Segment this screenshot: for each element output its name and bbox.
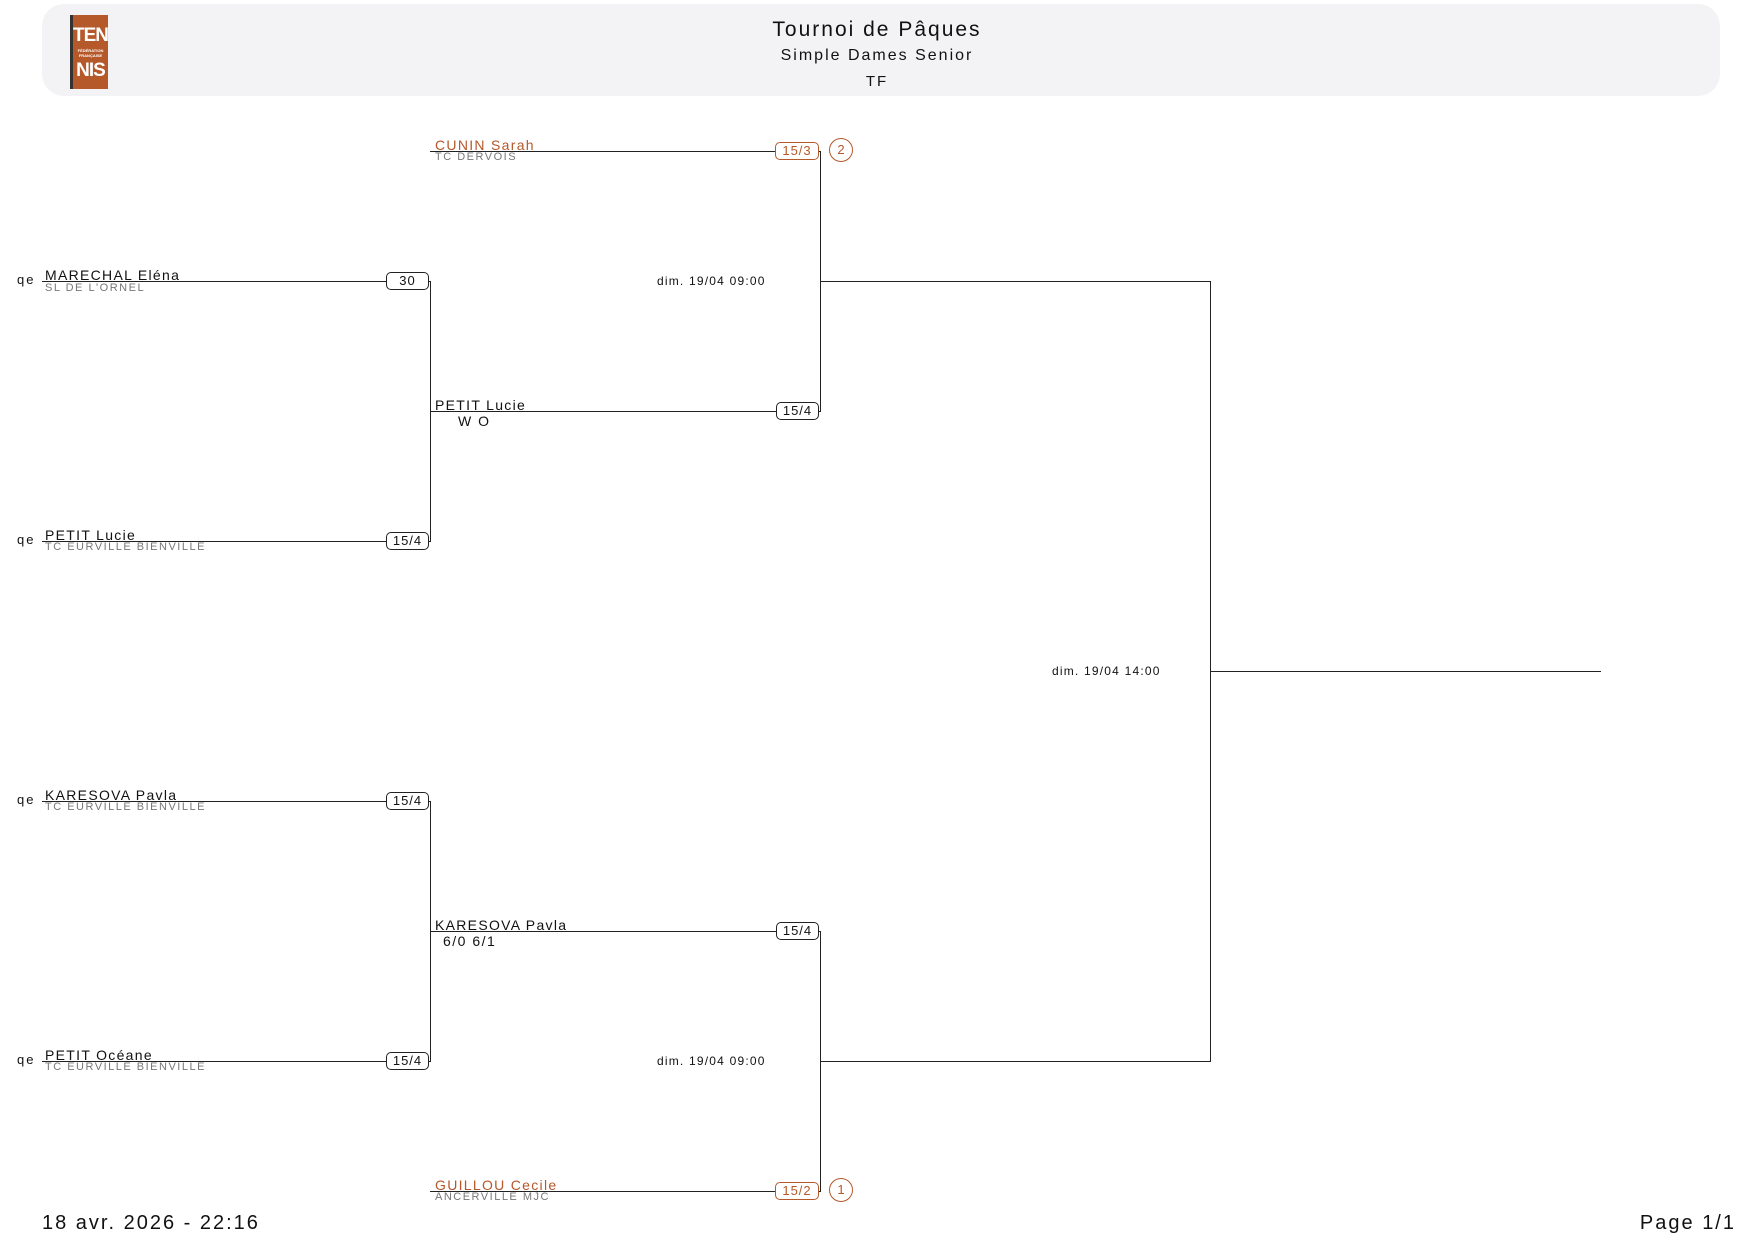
tournament-title: Tournoi de Pâques <box>772 18 982 41</box>
header-banner <box>42 4 1720 96</box>
event-category: TF <box>865 73 889 90</box>
player-name: PETIT Océane <box>45 1047 153 1063</box>
match-schedule: dim. 19/04 09:00 <box>657 274 766 288</box>
bracket-line <box>42 1061 430 1062</box>
ranking-badge: 15/2 <box>775 1182 819 1200</box>
page-number: Page 1/1 <box>1639 1212 1736 1234</box>
ranking-badge: 15/4 <box>386 792 429 810</box>
player-name: GUILLOU Cecile <box>435 1177 558 1193</box>
bracket-line <box>42 801 430 802</box>
player-club: ANCERVILLE MJC <box>435 1191 550 1203</box>
winner-name: PETIT Lucie <box>435 397 527 413</box>
player-name: MARECHAL Eléna <box>45 267 181 283</box>
qualifier-tag: qe <box>17 272 36 287</box>
event-subtitle: Simple Dames Senior <box>780 47 974 64</box>
seed-number-badge: 2 <box>829 138 853 162</box>
ranking-badge: 15/4 <box>386 532 429 550</box>
ranking-badge: 15/4 <box>776 402 819 420</box>
bracket-line <box>430 151 820 152</box>
bracket-line <box>430 411 820 412</box>
bracket-line <box>42 541 430 542</box>
fft-tennis-logo: TEN FÉDÉRATION FRANÇAISE NIS <box>70 15 109 89</box>
qualifier-tag: qe <box>17 1052 36 1067</box>
bracket-line <box>820 281 1210 282</box>
player-name: CUNIN Sarah <box>435 137 535 153</box>
bracket-line <box>820 1061 1210 1062</box>
bracket-line <box>430 931 820 932</box>
ranking-badge: 15/4 <box>386 1052 429 1070</box>
bracket-line <box>42 281 430 282</box>
ranking-badge: 30 <box>386 272 429 290</box>
qualifier-tag: qe <box>17 792 36 807</box>
ranking-badge: 15/4 <box>776 922 819 940</box>
print-timestamp: 18 avr. 2026 - 22:16 <box>42 1212 260 1234</box>
qualifier-tag: qe <box>17 532 36 547</box>
player-club: SL DE L'ORNEL <box>45 282 146 294</box>
player-name: PETIT Lucie <box>45 527 137 543</box>
match-score: 6/0 6/1 <box>443 933 497 949</box>
player-club: TC EURVILLE BIENVILLE <box>45 801 206 813</box>
seed-number-badge: 1 <box>829 1178 853 1202</box>
match-schedule: dim. 19/04 14:00 <box>1052 664 1161 678</box>
match-score: W O <box>458 413 491 429</box>
player-club: TC EURVILLE BIENVILLE <box>45 1061 206 1073</box>
winner-line <box>1210 671 1601 672</box>
player-name: KARESOVA Pavla <box>45 787 178 803</box>
player-club: TC EURVILLE BIENVILLE <box>45 541 206 553</box>
winner-name: KARESOVA Pavla <box>435 917 568 933</box>
bracket-line <box>430 1191 820 1192</box>
ranking-badge: 15/3 <box>775 142 819 160</box>
player-club: TC DERVOIS <box>435 151 518 163</box>
match-schedule: dim. 19/04 09:00 <box>657 1054 766 1068</box>
